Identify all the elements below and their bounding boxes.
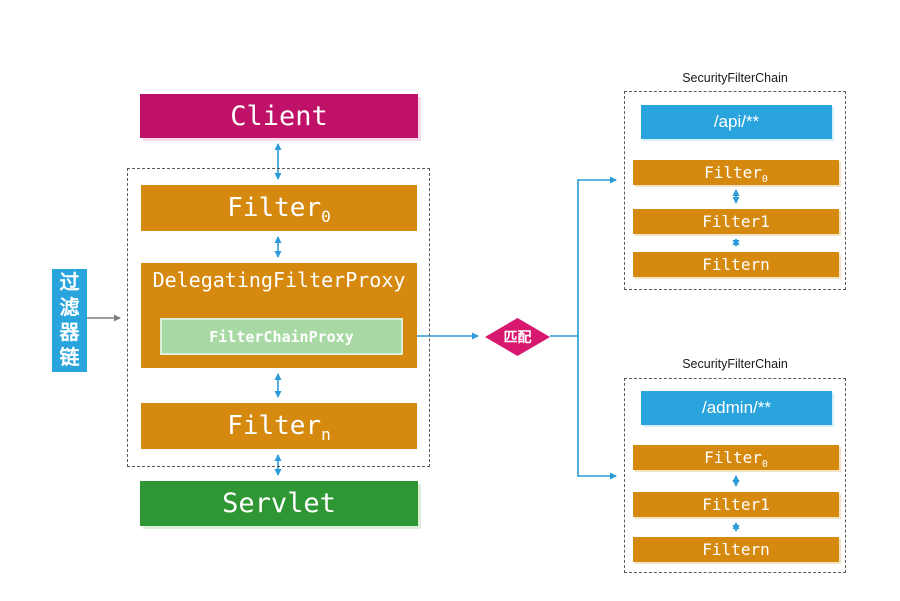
cjk-char: 滤 [59, 296, 80, 319]
branch-match-api [550, 176, 617, 337]
chain2-container [624, 378, 846, 573]
filter-chain-proxy-box: FilterChainProxy [160, 318, 403, 355]
chain1-container [624, 91, 846, 290]
chain1-filter1-label: Filter1 [702, 212, 770, 231]
filter0-label: Filter0 [227, 193, 331, 227]
chain2-filter1-box: Filter1 [633, 492, 839, 517]
chain2-filter0-box: Filter0 [633, 445, 839, 470]
filter-chain-cjk-label: 过 滤 器 链 [52, 269, 87, 372]
chain1-title: SecurityFilterChain [682, 71, 788, 85]
cjk-char: 过 [59, 271, 80, 294]
branch-match-admin [577, 336, 617, 480]
chain2-filter0-label: Filter0 [704, 448, 768, 471]
match-diamond: 匹配 [485, 318, 550, 356]
chain1-matcher-box: /api/** [641, 105, 832, 139]
cjk-char: 链 [59, 346, 80, 369]
chain1-filter0-label: Filter0 [704, 163, 768, 186]
chain2-filtern-label: Filtern [702, 540, 770, 559]
chain1-filtern-label: Filtern [702, 255, 770, 274]
chain2-filtern-box: Filtern [633, 537, 839, 562]
main-filter-chain-container [127, 168, 430, 467]
delegating-filter-proxy-label: DelegatingFilterProxy [152, 268, 406, 292]
servlet-box: Servlet [140, 481, 418, 526]
filtern-label: Filtern [227, 411, 331, 445]
chain2-matcher-box: /admin/** [641, 391, 832, 425]
filtern-box: Filtern [141, 403, 417, 449]
cjk-char: 器 [59, 321, 80, 344]
chain1-filtern-box: Filtern [633, 252, 839, 277]
client-box: Client [140, 94, 418, 138]
filter0-box: Filter0 [141, 185, 417, 231]
chain2-title: SecurityFilterChain [682, 357, 788, 371]
chain2-filter1-label: Filter1 [702, 495, 770, 514]
chain1-filter0-box: Filter0 [633, 160, 839, 185]
chain1-filter1-box: Filter1 [633, 209, 839, 234]
